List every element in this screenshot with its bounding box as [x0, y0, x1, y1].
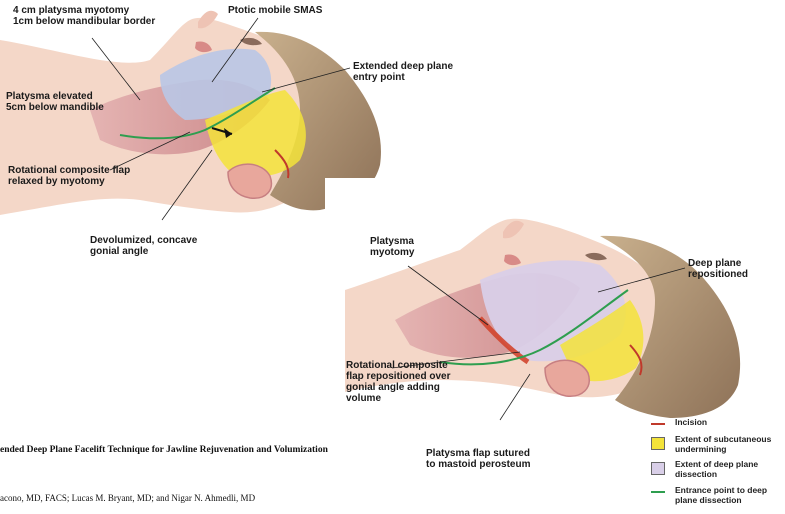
label-bottom-sutured: Platysma flap sutured to mastoid peroste…: [426, 448, 530, 470]
entry-swatch-icon: [651, 491, 665, 493]
caption-authors: acono, MD, FACS; Lucas M. Bryant, MD; an…: [0, 493, 255, 503]
legend-label: Incision: [675, 418, 707, 428]
label-bottom-myotomy: Platysma myotomy: [370, 236, 414, 258]
legend-label: Extent of deep plane dissection: [675, 460, 758, 479]
incision-swatch-icon: [651, 423, 665, 425]
label-top-platysma-elevated: Platysma elevated 5cm below mandible: [6, 91, 104, 113]
undermining-swatch-icon: [651, 437, 665, 450]
label-top-myotomy: 4 cm platysma myotomy 1cm below mandibul…: [13, 5, 155, 27]
caption-title: ended Deep Plane Facelift Technique for …: [0, 445, 328, 455]
label-bottom-rotational: Rotational composite flap repositioned o…: [346, 360, 450, 404]
label-bottom-deep-plane: Deep plane repositioned: [688, 258, 748, 280]
label-top-entry: Extended deep plane entry point: [353, 61, 453, 83]
top-head-figure: [0, 11, 381, 220]
legend-label: Extent of subcutaneous undermining: [675, 435, 771, 454]
label-top-smas: Ptotic mobile SMAS: [228, 5, 322, 16]
legend-label: Entrance point to deep plane dissection: [675, 486, 767, 505]
label-top-gonial: Devolumized, concave gonial angle: [90, 235, 197, 257]
label-top-rotational: Rotational composite flap relaxed by myo…: [8, 165, 130, 187]
deep-plane-swatch-icon: [651, 462, 665, 475]
